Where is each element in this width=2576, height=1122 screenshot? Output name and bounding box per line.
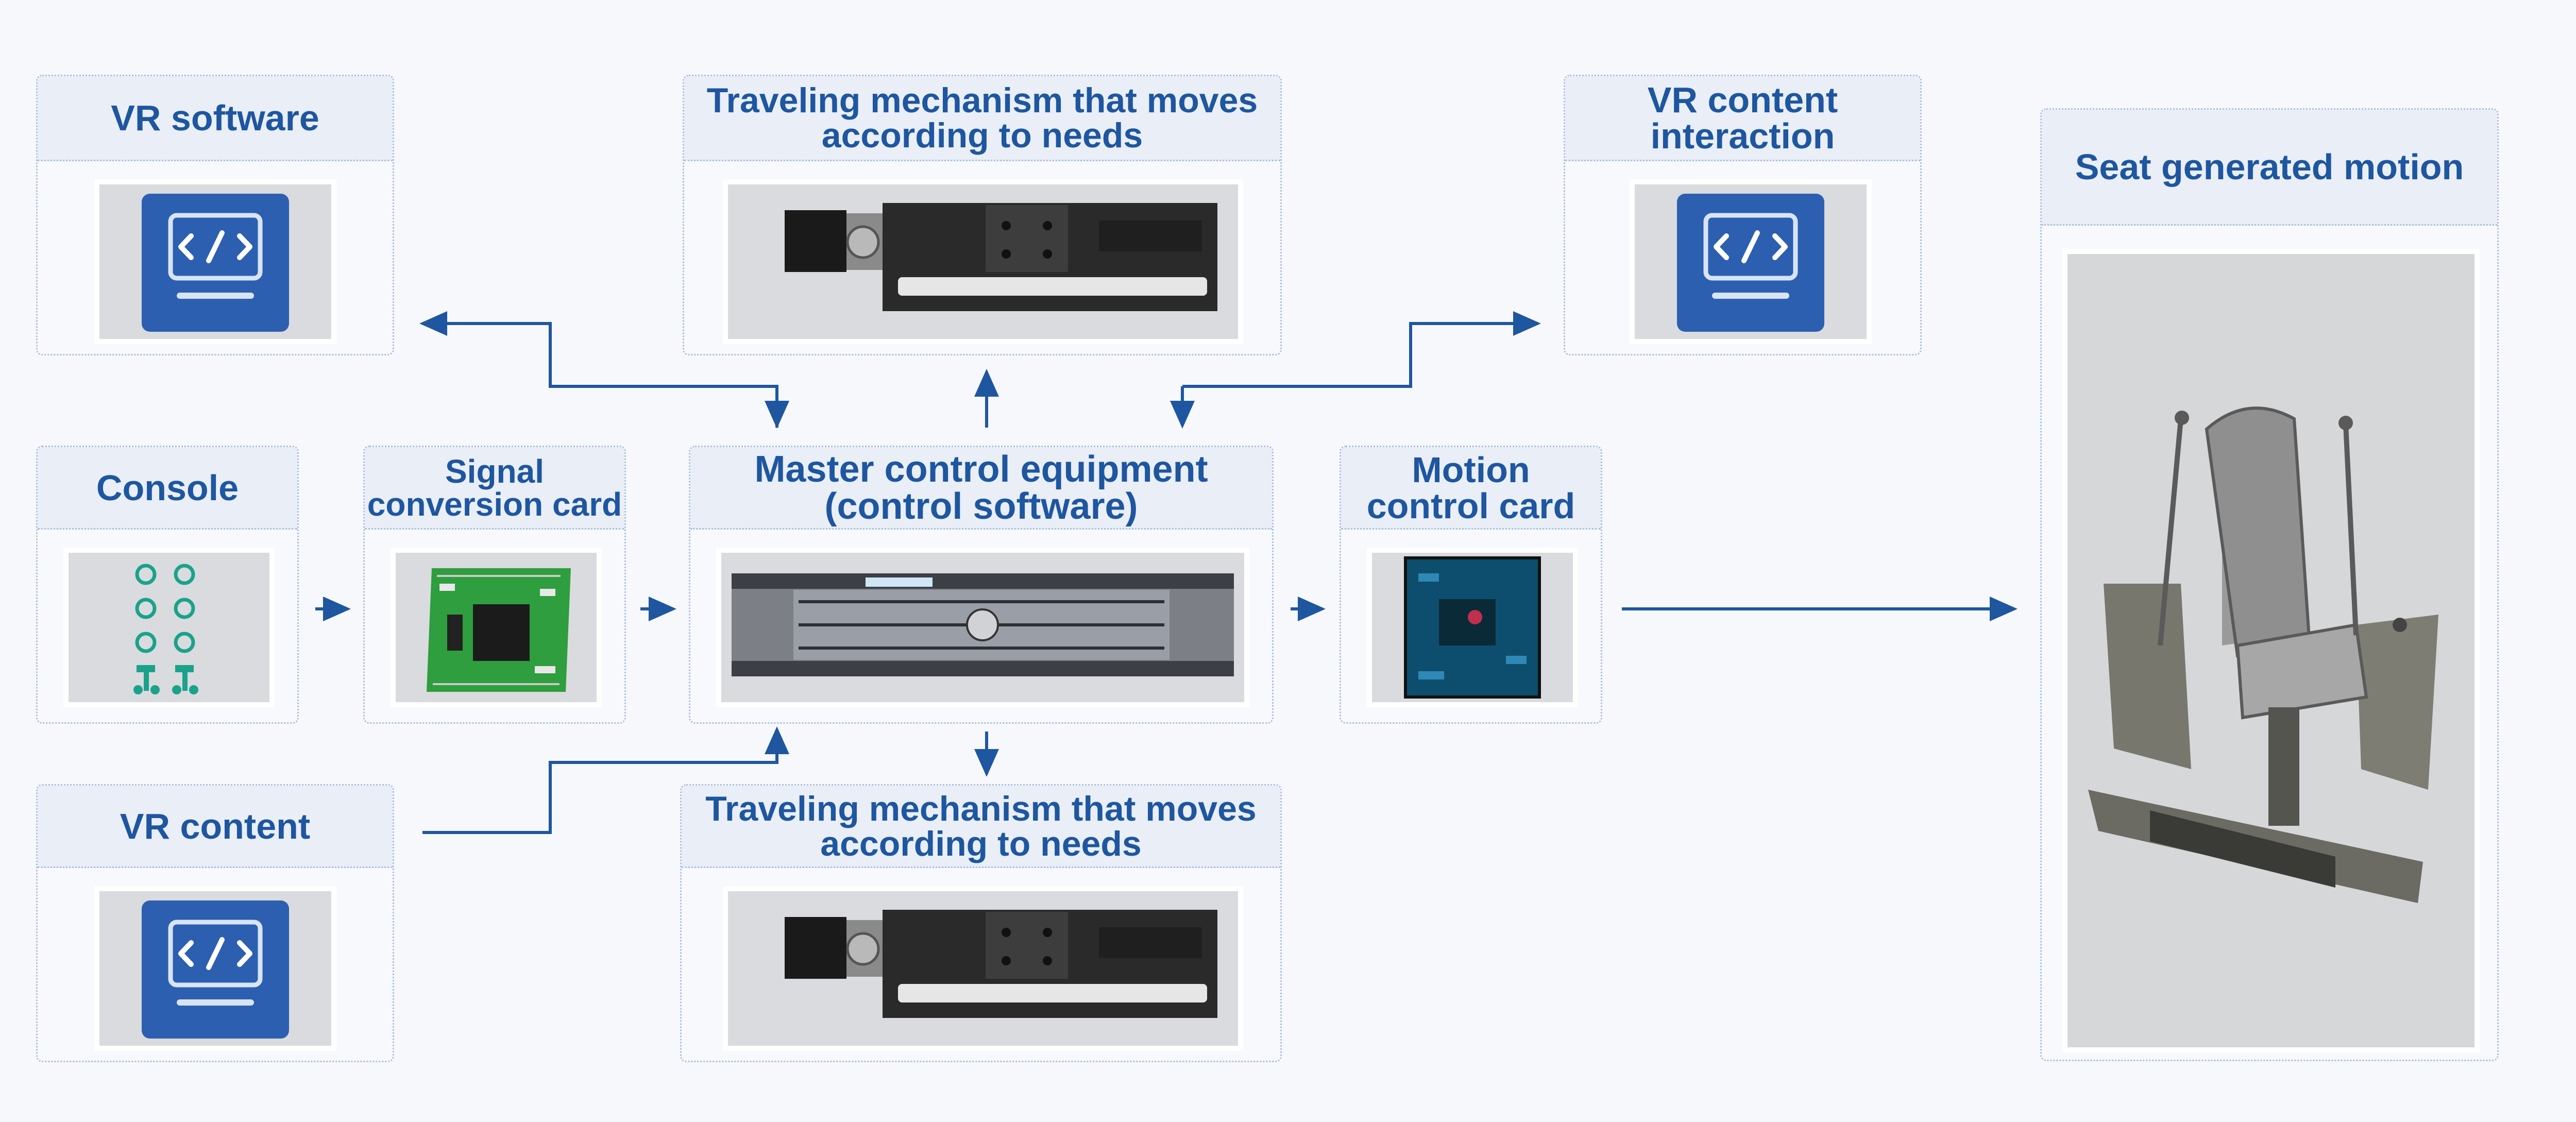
- vr-software-title: VR software: [38, 76, 393, 161]
- traveling-mechanism-top-title: Traveling mechanism that moves according…: [684, 76, 1280, 161]
- linear-actuator-top-image: [723, 179, 1243, 344]
- console-image: [63, 548, 275, 707]
- signal-conversion-card-image: [391, 548, 602, 707]
- master-control-equipment-title: Master control equipment (control softwa…: [690, 447, 1272, 530]
- vr-content-title: VR content: [38, 786, 393, 868]
- master-control-equipment-image: [716, 548, 1249, 707]
- vr-software-image: [94, 179, 336, 344]
- console-title: Console: [38, 447, 297, 530]
- vr-content-image: [94, 886, 336, 1051]
- motion-control-card-card: Motion control card: [1340, 446, 1602, 724]
- motion-control-card-title: Motion control card: [1341, 447, 1601, 530]
- linear-actuator-bottom-image: [723, 886, 1243, 1051]
- motion-control-card-image: [1367, 548, 1578, 707]
- master-control-equipment-card: Master control equipment (control softwa…: [689, 446, 1274, 724]
- arrow-master-to-vr-interaction: [1182, 311, 1541, 388]
- traveling-mechanism-bottom-title: Traveling mechanism that moves according…: [682, 786, 1280, 868]
- seat-generated-motion-card: Seat generated motion: [2040, 108, 2499, 1061]
- traveling-mechanism-top-card: Traveling mechanism that moves according…: [683, 75, 1282, 355]
- motion-seat-image: [2062, 249, 2480, 1052]
- seat-generated-motion-title: Seat generated motion: [2042, 110, 2497, 226]
- vr-content-card: VR content: [36, 784, 394, 1062]
- console-card: Console: [36, 446, 299, 724]
- vr-software-card: VR software: [36, 75, 394, 355]
- signal-conversion-card-title: Signal conversion card: [365, 447, 624, 530]
- vr-content-interaction-card: VR content interaction: [1564, 75, 1922, 355]
- vr-content-interaction-image: [1630, 179, 1872, 344]
- signal-conversion-card-card: Signal conversion card: [363, 446, 626, 724]
- vr-content-interaction-title: VR content interaction: [1565, 76, 1920, 161]
- arrow-vr-content-to-master: [422, 726, 789, 834]
- traveling-mechanism-bottom-card: Traveling mechanism that moves according…: [680, 784, 1282, 1062]
